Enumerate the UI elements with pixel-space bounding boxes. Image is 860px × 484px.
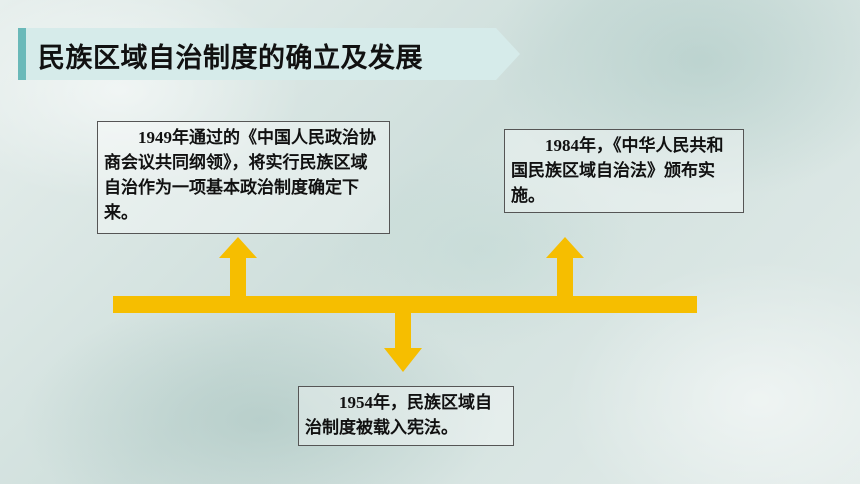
event-card-1954: 1954年，民族区域自治制度被载入宪法。	[298, 386, 514, 446]
arrow-1984-shaft	[557, 255, 573, 297]
event-card-1984: 1984年，《中华人民共和国民族区域自治法》颁布实施。	[504, 129, 744, 213]
event-card-1949: 1949年通过的《中国人民政治协商会议共同纲领》，将实行民族区域自治作为一项基本…	[97, 121, 390, 234]
arrow-1954-head	[384, 348, 422, 372]
timeline-bar	[113, 296, 697, 313]
arrow-1949-shaft	[230, 255, 246, 297]
title-banner	[18, 28, 520, 80]
arrow-1954-shaft	[395, 312, 411, 350]
slide-title: 民族区域自治制度的确立及发展	[38, 43, 423, 74]
arrow-1949-head	[219, 237, 257, 258]
title-accent-bar	[18, 28, 26, 80]
arrow-1984-head	[546, 237, 584, 258]
